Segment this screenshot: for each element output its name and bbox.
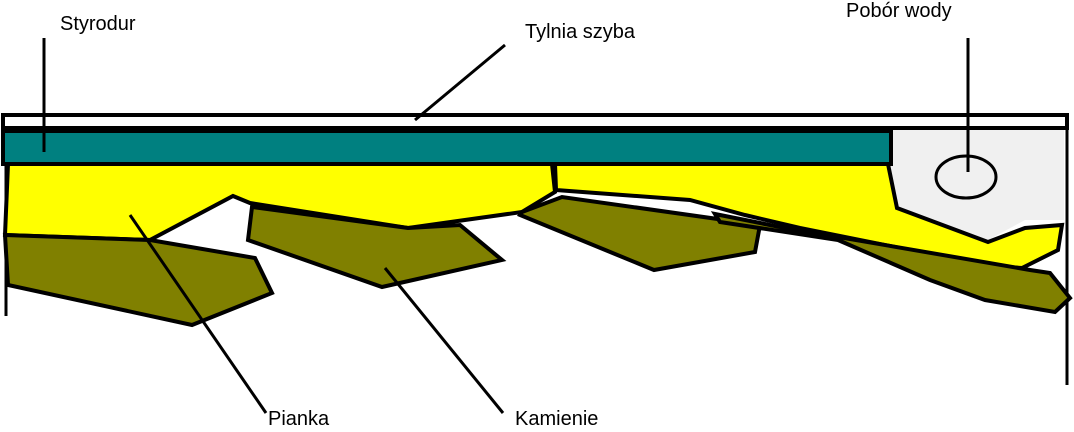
kamienie-leader	[383, 267, 505, 414]
styrodur-strip	[1, 129, 893, 166]
water-intake-area	[888, 130, 1064, 240]
stone-4	[710, 211, 1073, 315]
styrodur-label: Styrodur	[60, 13, 136, 35]
kamienie-label: Kamienie	[515, 408, 598, 430]
stone-1	[2, 232, 275, 328]
stone-3	[516, 194, 763, 273]
foam-right	[552, 162, 1065, 271]
pianka-label: Pianka	[268, 408, 330, 430]
pianka-leader	[128, 214, 268, 414]
stone-2	[245, 204, 507, 290]
tylnia-szyba-label: Tylnia szyba	[525, 21, 636, 43]
tylnia-szyba-leader	[414, 43, 506, 122]
pobor-wody-label: Pobór wody	[846, 0, 952, 22]
water-intake-circle	[934, 154, 998, 200]
rear-glass	[1, 113, 1069, 130]
